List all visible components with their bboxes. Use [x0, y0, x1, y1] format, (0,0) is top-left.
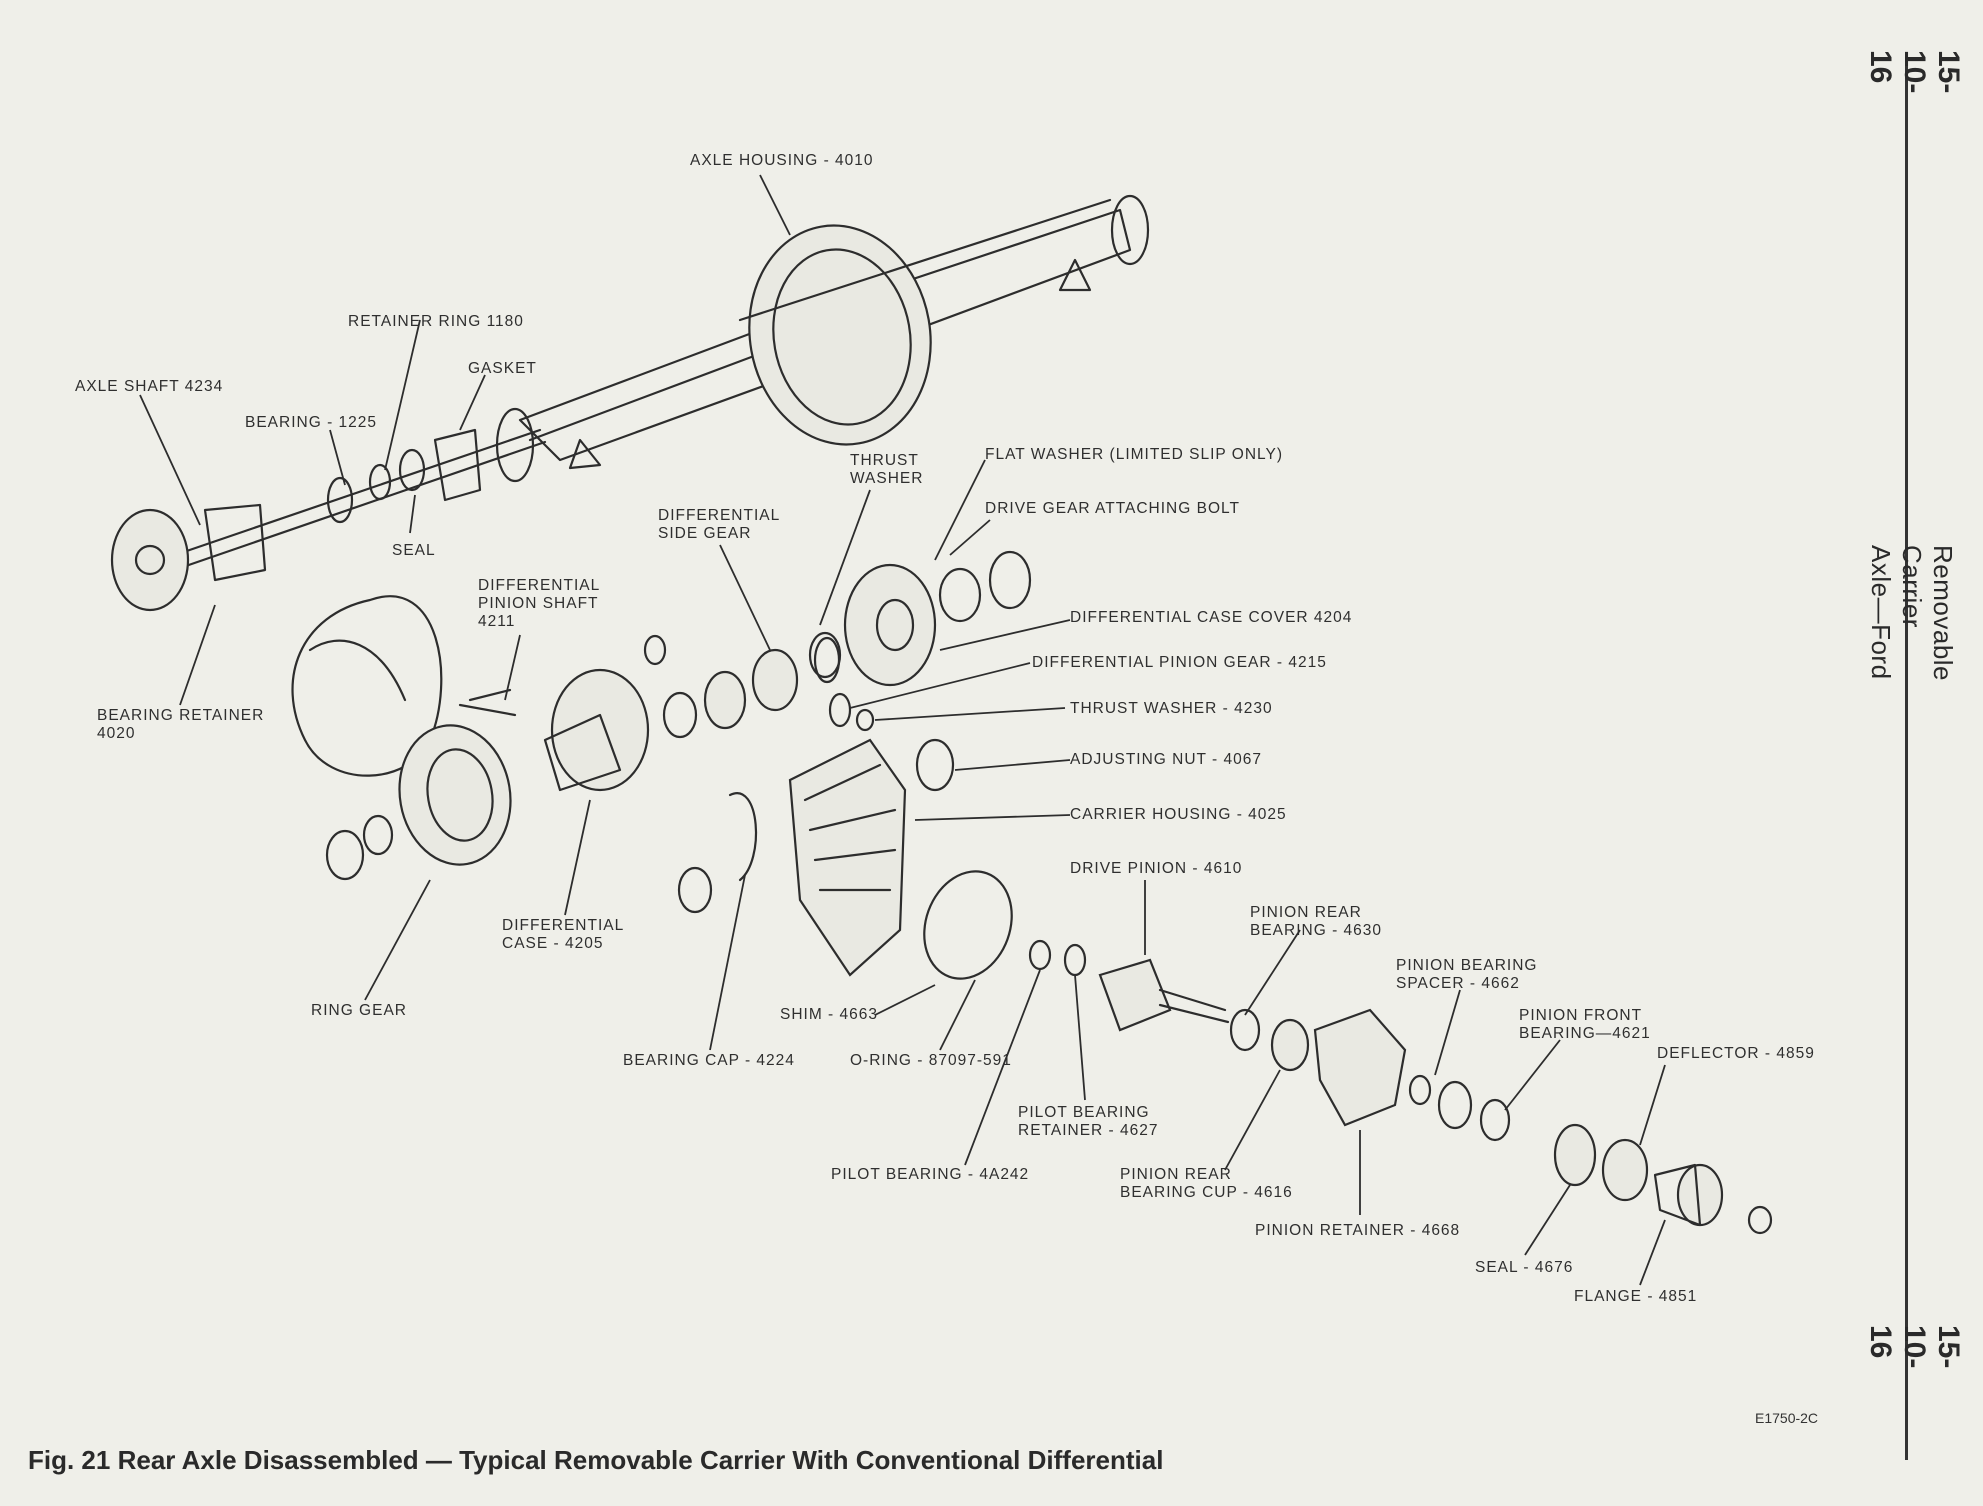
page-number-top: 15-10-16	[1864, 50, 1965, 94]
label-differential-pinion-gear: DIFFERENTIAL PINION GEAR - 4215	[1032, 654, 1327, 671]
figure-caption: Fig. 21 Rear Axle Disassembled — Typical…	[28, 1445, 1164, 1475]
label-thrust-washer-top: THRUST WASHER	[850, 452, 924, 487]
label-axle-shaft: AXLE SHAFT 4234	[75, 378, 224, 395]
axle-shaft-part	[110, 428, 547, 612]
label-seal-4676: SEAL - 4676	[1475, 1259, 1574, 1276]
label-ring-gear: RING GEAR	[311, 1002, 407, 1019]
label-bearing-retainer: BEARING RETAINER 4020	[97, 707, 265, 742]
differential-case-cover-part	[813, 550, 1032, 687]
label-axle-housing: AXLE HOUSING - 4010	[690, 152, 874, 169]
leader-lines	[139, 174, 1666, 1286]
page-edge-rule	[1905, 60, 1908, 1460]
section-title: Removable Carrier Axle—Ford	[1866, 545, 1958, 682]
ring-gear-part	[325, 724, 512, 881]
label-drive-gear-attaching-bolt: DRIVE GEAR ATTACHING BOLT	[985, 500, 1240, 517]
side-gear-parts	[643, 631, 875, 739]
axle-housing-part	[495, 194, 1150, 483]
label-flat-washer: FLAT WASHER (LIMITED SLIP ONLY)	[985, 446, 1283, 463]
page-number-bottom: 15-10-16	[1864, 1325, 1965, 1369]
label-retainer-ring: RETAINER RING 1180	[348, 313, 524, 330]
pinion-bearing-stack-parts	[1229, 1008, 1773, 1235]
label-shim: SHIM - 4663	[780, 1006, 879, 1023]
label-pinion-retainer: PINION RETAINER - 4668	[1255, 1222, 1461, 1239]
o-ring-shim-parts	[923, 870, 1087, 980]
label-seal: SEAL	[392, 542, 436, 559]
drive-pinion-part	[1098, 958, 1230, 1032]
carrier-housing-part	[677, 738, 955, 977]
label-differential-pinion-shaft: DIFFERENTIAL PINION SHAFT 4211	[478, 577, 601, 630]
label-pilot-bearing-retainer: PILOT BEARING RETAINER - 4627	[1018, 1104, 1159, 1139]
label-drive-pinion: DRIVE PINION - 4610	[1070, 860, 1243, 877]
label-pinion-front-bearing: PINION FRONT BEARING—4621	[1519, 1007, 1651, 1042]
label-pilot-bearing: PILOT BEARING - 4A242	[831, 1166, 1030, 1183]
label-pinion-rear-bearing: PINION REAR BEARING - 4630	[1250, 904, 1383, 939]
figure-code: E1750-2C	[1755, 1410, 1819, 1426]
label-o-ring: O-RING - 87097-591	[850, 1052, 1012, 1069]
label-pinion-bearing-spacer: PINION BEARING SPACER - 4662	[1396, 957, 1538, 992]
label-deflector: DEFLECTOR - 4859	[1657, 1045, 1815, 1062]
label-differential-side-gear: DIFFERENTIAL SIDE GEAR	[658, 507, 781, 542]
label-adjusting-nut: ADJUSTING NUT - 4067	[1070, 751, 1262, 768]
label-bearing: BEARING - 1225	[245, 414, 378, 431]
label-differential-case-cover: DIFFERENTIAL CASE COVER 4204	[1070, 609, 1353, 626]
label-pinion-rear-bearing-cup: PINION REAR BEARING CUP - 4616	[1120, 1166, 1293, 1201]
gasket-part	[291, 595, 443, 777]
label-bearing-cap: BEARING CAP - 4224	[623, 1052, 795, 1069]
differential-case-part	[458, 668, 650, 792]
label-flange: FLANGE - 4851	[1574, 1288, 1698, 1305]
label-thrust-washer-4230: THRUST WASHER - 4230	[1070, 700, 1273, 717]
label-carrier-housing: CARRIER HOUSING - 4025	[1070, 806, 1287, 823]
label-gasket: GASKET	[468, 360, 537, 377]
label-differential-case: DIFFERENTIAL CASE - 4205	[502, 917, 625, 952]
